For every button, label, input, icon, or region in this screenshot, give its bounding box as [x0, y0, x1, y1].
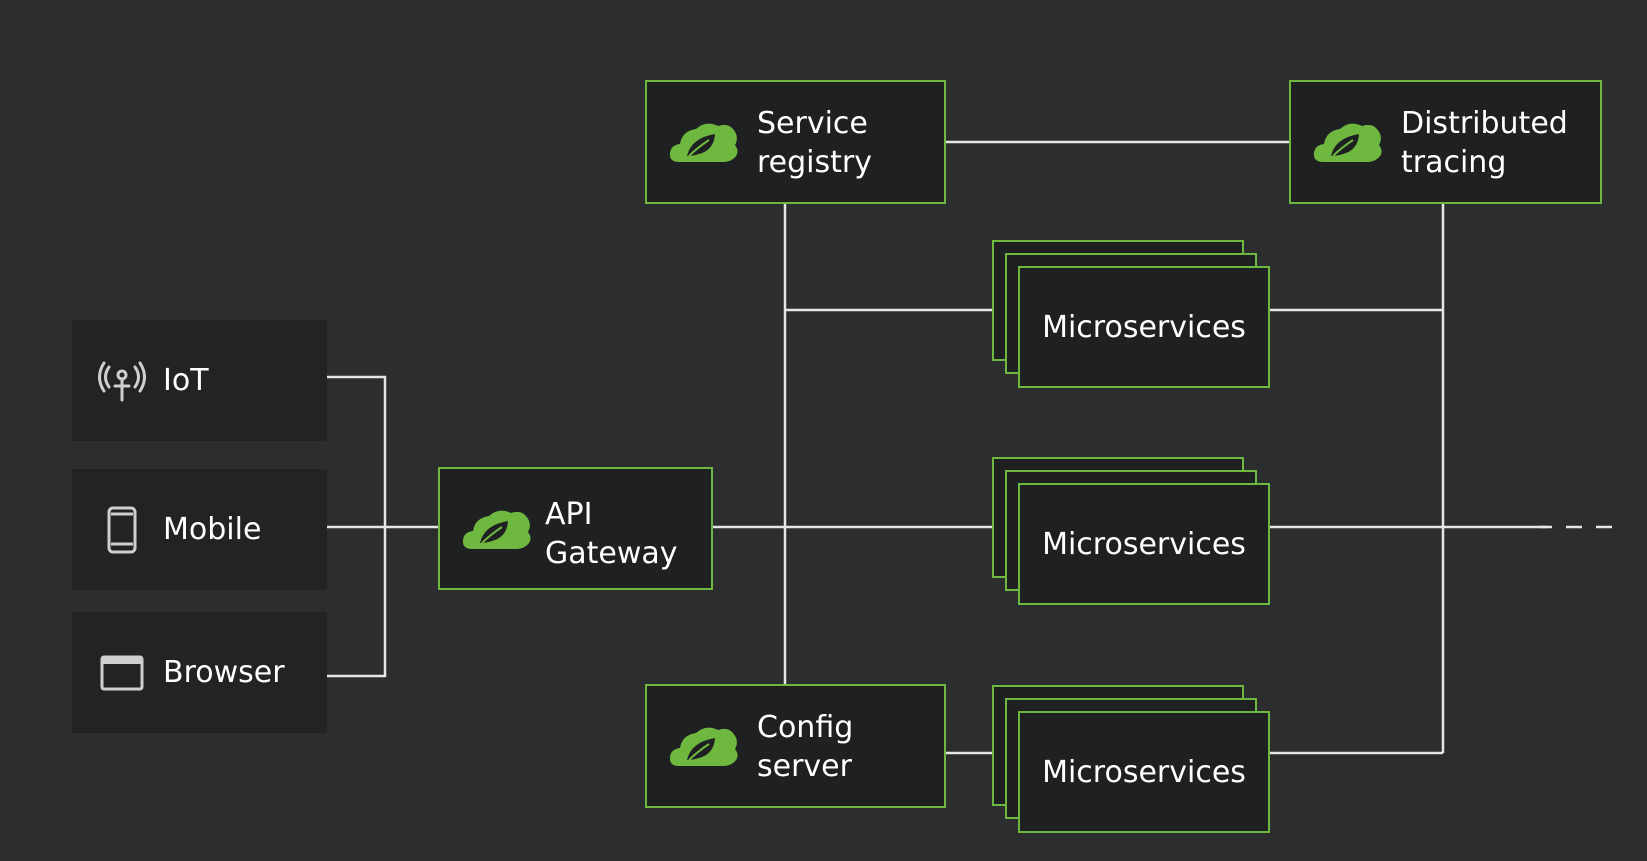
client-browser: Browser: [72, 612, 327, 733]
microservices-box-3: Microservices: [1018, 711, 1270, 833]
client-browser-label: Browser: [163, 655, 285, 690]
client-mobile: Mobile: [72, 469, 327, 590]
config-server-label: Config server: [757, 708, 853, 786]
spring-leaf-icon: [462, 510, 531, 549]
microservices-label-3: Microservices: [1042, 754, 1246, 790]
mobile-phone-icon: [98, 506, 146, 554]
microservices-label-1: Microservices: [1042, 309, 1246, 345]
spring-leaf-icon: [669, 123, 738, 162]
distributed-tracing-line2: tracing: [1401, 145, 1507, 180]
api-gateway-line2: Gateway: [545, 536, 678, 571]
service-registry-line2: registry: [757, 145, 872, 180]
service-registry-label: Service registry: [757, 104, 872, 182]
microservices-label-2: Microservices: [1042, 526, 1246, 562]
microservices-stack-2: Microservices: [990, 455, 1272, 607]
service-registry-line1: Service: [757, 106, 868, 141]
microservices-box-2: Microservices: [1018, 483, 1270, 605]
api-gateway: API Gateway: [438, 467, 713, 590]
spring-leaf-icon: [669, 727, 738, 766]
client-iot-label: IoT: [163, 363, 209, 398]
distributed-tracing-line1: Distributed: [1401, 106, 1568, 141]
antenna-icon: [98, 357, 146, 405]
distributed-tracing-label: Distributed tracing: [1401, 104, 1568, 182]
config-server: Config server: [645, 684, 946, 808]
api-gateway-label: API Gateway: [545, 495, 678, 573]
config-server-line1: Config: [757, 710, 854, 745]
spring-leaf-icon: [1313, 123, 1382, 162]
microservices-stack-1: Microservices: [990, 238, 1272, 390]
client-mobile-label: Mobile: [163, 512, 262, 547]
microservices-box-1: Microservices: [1018, 266, 1270, 388]
browser-window-icon: [98, 649, 146, 697]
microservices-stack-3: Microservices: [990, 683, 1272, 835]
config-server-line2: server: [757, 749, 852, 784]
api-gateway-line1: API: [545, 497, 593, 532]
distributed-tracing: Distributed tracing: [1289, 80, 1602, 204]
service-registry: Service registry: [645, 80, 946, 204]
client-iot: IoT: [72, 320, 327, 441]
